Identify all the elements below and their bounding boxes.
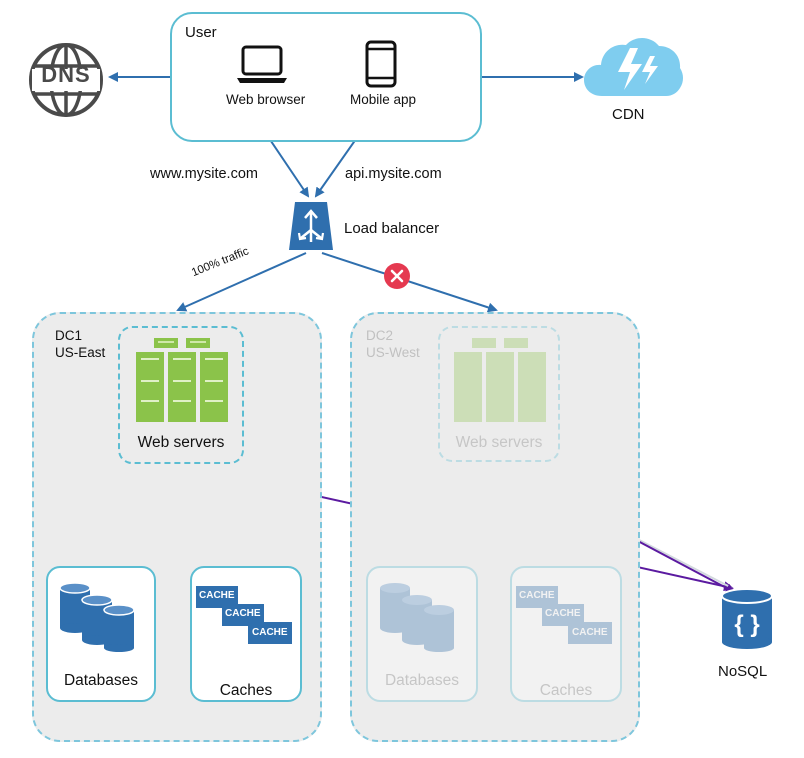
arrow-lb-to-dc2 xyxy=(321,252,498,313)
dc2-name: DC2 xyxy=(366,328,394,343)
dc2-caches-group xyxy=(510,566,622,702)
domain-web-label: www.mysite.com xyxy=(150,166,258,182)
cdn-label: CDN xyxy=(612,106,645,123)
dc2-web-servers-label: Web servers xyxy=(455,434,543,451)
cache-tag-dc2-2: CACHE xyxy=(545,608,581,619)
dc2-caches-label: Caches xyxy=(539,682,593,699)
dns-label: DNS xyxy=(41,62,91,87)
svg-text:{ }: { } xyxy=(734,611,759,638)
nosql-cylinder-icon: { } xyxy=(721,588,773,649)
domain-api-label: api.mysite.com xyxy=(345,166,442,182)
dc1-databases-label: Databases xyxy=(63,672,139,689)
cache-tag-dc2-3: CACHE xyxy=(572,627,608,638)
database-cylinders-icon xyxy=(59,582,135,652)
cache-tag-dc2-1: CACHE xyxy=(519,590,555,601)
user-title: User xyxy=(185,24,217,41)
dc1-region-name: US-East xyxy=(55,345,106,360)
load-balancer-icon xyxy=(289,202,333,250)
load-balancer-label: Load balancer xyxy=(344,220,440,237)
dc2-web-servers-group xyxy=(438,326,560,462)
cdn-cloud-icon xyxy=(584,38,683,96)
dc2-region-name: US-West xyxy=(366,345,420,360)
cache-stack-icon-dc2 xyxy=(516,586,612,644)
dc2-databases-label: Databases xyxy=(384,672,460,689)
mobile-app-label: Mobile app xyxy=(350,92,417,107)
cache-tag-1: CACHE xyxy=(199,590,235,601)
database-cylinders-icon-dc2 xyxy=(380,583,454,652)
laptop-icon xyxy=(237,45,287,83)
server-rack-icon xyxy=(136,338,228,422)
dc1-web-servers-label: Web servers xyxy=(137,434,225,451)
dc2-region xyxy=(350,312,640,742)
cache-stack-icon xyxy=(196,586,292,644)
user-group xyxy=(170,12,482,142)
server-rack-icon-dc2 xyxy=(454,338,546,422)
mobile-phone-icon xyxy=(365,40,397,88)
failure-x-icon xyxy=(384,263,410,289)
dns-globe-icon xyxy=(29,43,103,117)
arrow-lb-to-dc1 xyxy=(176,252,307,312)
dc1-caches-label: Caches xyxy=(219,682,273,699)
dc2-databases-group xyxy=(366,566,478,702)
web-browser-label: Web browser xyxy=(226,92,306,107)
cache-tag-3: CACHE xyxy=(252,627,288,638)
cache-tag-2: CACHE xyxy=(225,608,261,619)
dc1-name: DC1 xyxy=(55,328,83,343)
nosql-label: NoSQL xyxy=(718,663,768,680)
